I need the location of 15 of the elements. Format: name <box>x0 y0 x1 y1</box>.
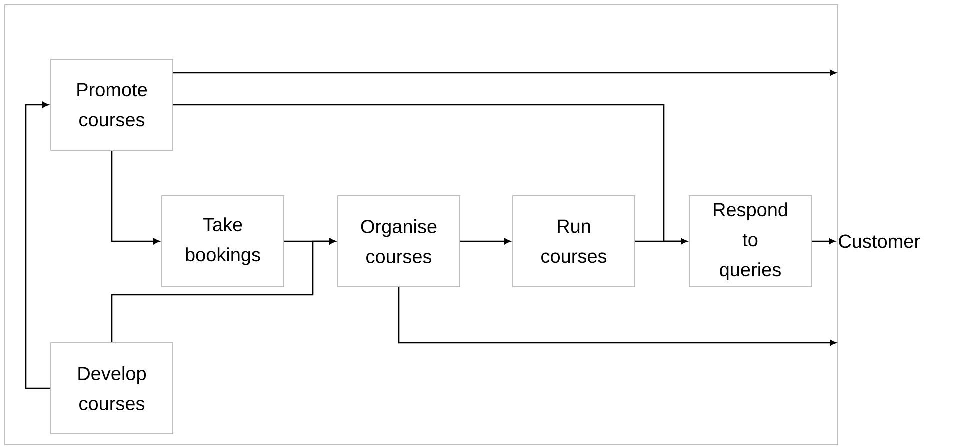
arrow <box>812 238 836 244</box>
arrow <box>460 238 511 244</box>
arrow <box>636 238 688 244</box>
process-box: Organise courses <box>338 196 460 288</box>
process-box: Take bookings <box>162 196 284 288</box>
process-box: Run courses <box>512 196 636 288</box>
external-entity-label: Customer <box>839 234 920 248</box>
arrow <box>111 151 160 244</box>
arrow <box>174 70 836 76</box>
arrow <box>398 288 836 346</box>
process-box: Promote courses <box>50 59 174 151</box>
process-box: Develop courses <box>50 342 174 434</box>
arrow <box>111 238 336 342</box>
process-box: Respond to queries <box>689 196 812 288</box>
arrow <box>25 102 50 390</box>
